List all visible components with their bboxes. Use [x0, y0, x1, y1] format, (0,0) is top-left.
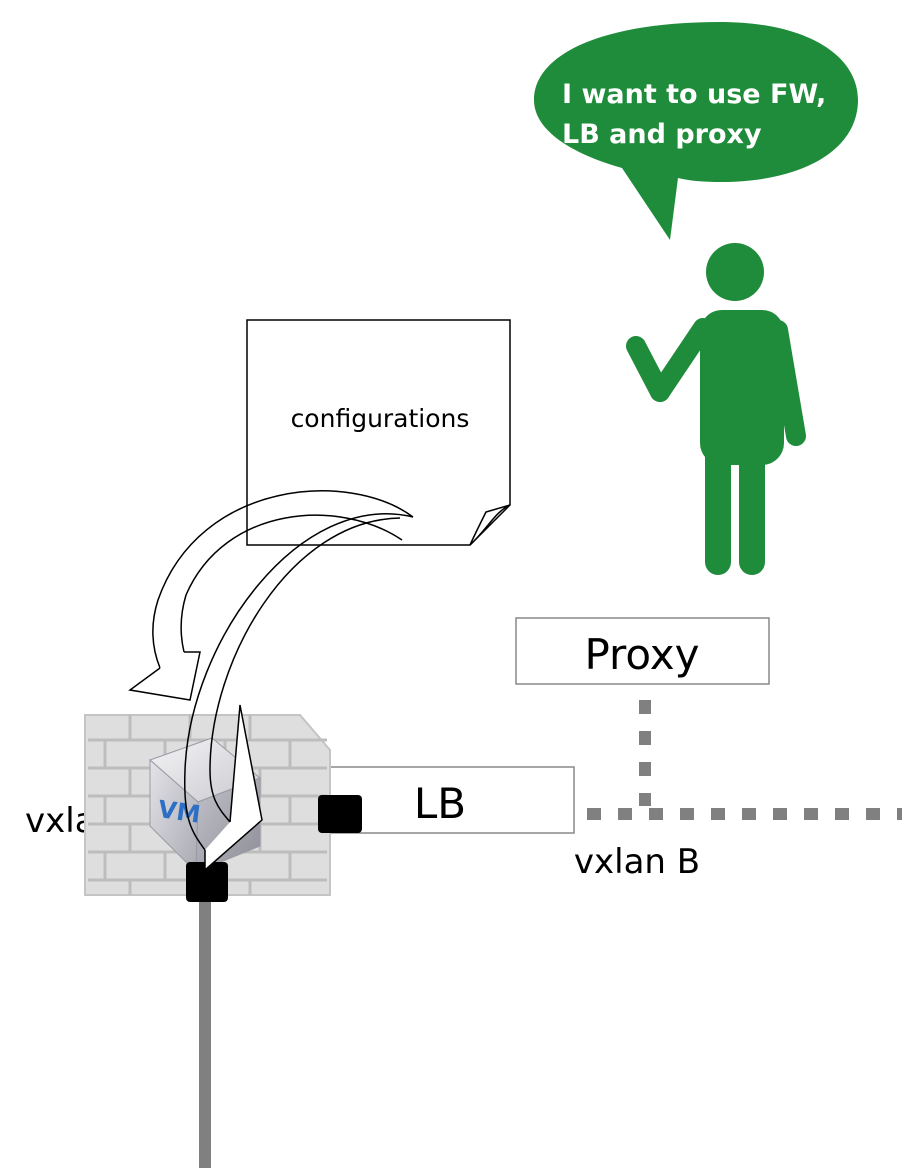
person-icon: [626, 243, 806, 575]
document-label: configurations: [291, 404, 470, 433]
speech-line-1: I want to use FW,: [562, 79, 826, 110]
speech-bubble: I want to use FW, LB and proxy: [534, 22, 858, 240]
config-arrow-to-firewall: [128, 490, 414, 701]
proxy-label: Proxy: [584, 630, 699, 679]
document-page: [246, 319, 511, 546]
config-arrow-to-lb: [183, 513, 414, 872]
lb-label: LB: [414, 779, 466, 828]
speech-bubble-shape: [534, 22, 858, 240]
document-fold: [469, 504, 511, 546]
port-vxlan-b: [318, 795, 362, 833]
port-vxlan-a: [186, 862, 228, 902]
configurations-document: configurations: [246, 319, 511, 546]
vxlan-b-network: [370, 700, 902, 820]
vm-badge: VM: [156, 795, 202, 829]
proxy-box: Proxy: [515, 617, 770, 685]
vxlan-b-label: vxlan B: [574, 842, 700, 882]
speech-line-2: LB and proxy: [562, 119, 762, 150]
firewall-vm-icon: VM: [84, 714, 362, 902]
